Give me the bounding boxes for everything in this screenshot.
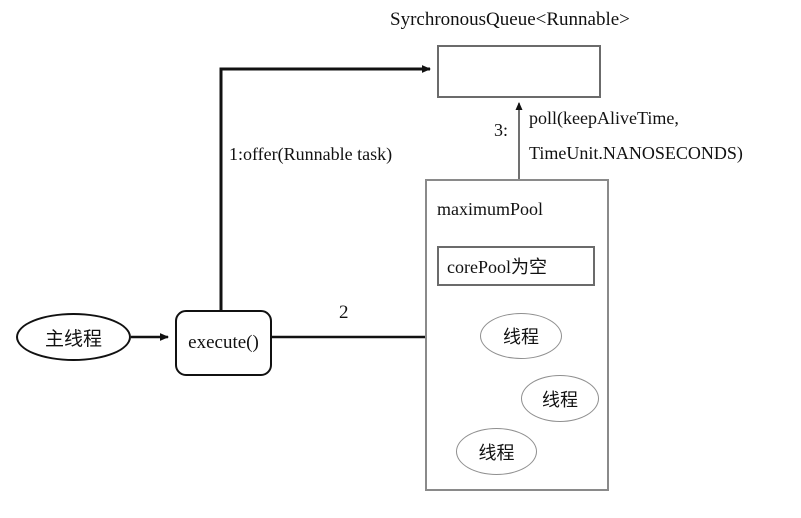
queue-title: SyrchronousQueue<Runnable>: [390, 9, 630, 30]
edge-label-poll-line1: poll(keepAliveTime,: [529, 108, 679, 128]
main-thread-node: 主线程: [16, 313, 131, 361]
core-pool-box: corePool为空: [437, 246, 595, 286]
execute-node: execute(): [175, 310, 272, 376]
edge-label-poll-index: 3:: [494, 120, 509, 140]
worker-thread-1: 线程: [480, 313, 562, 359]
maximum-pool-label: maximumPool: [437, 198, 544, 219]
edge-label-poll-line2: TimeUnit.NANOSECONDS): [529, 143, 743, 163]
edge-offer: [219, 65, 431, 310]
synchronous-queue-box: [437, 45, 601, 98]
worker-thread-3: 线程: [456, 428, 537, 475]
edge-label-offer: 1:offer(Runnable task): [229, 144, 393, 164]
worker-thread-2: 线程: [521, 375, 599, 422]
edge-label-dispatch: 2: [339, 302, 349, 323]
